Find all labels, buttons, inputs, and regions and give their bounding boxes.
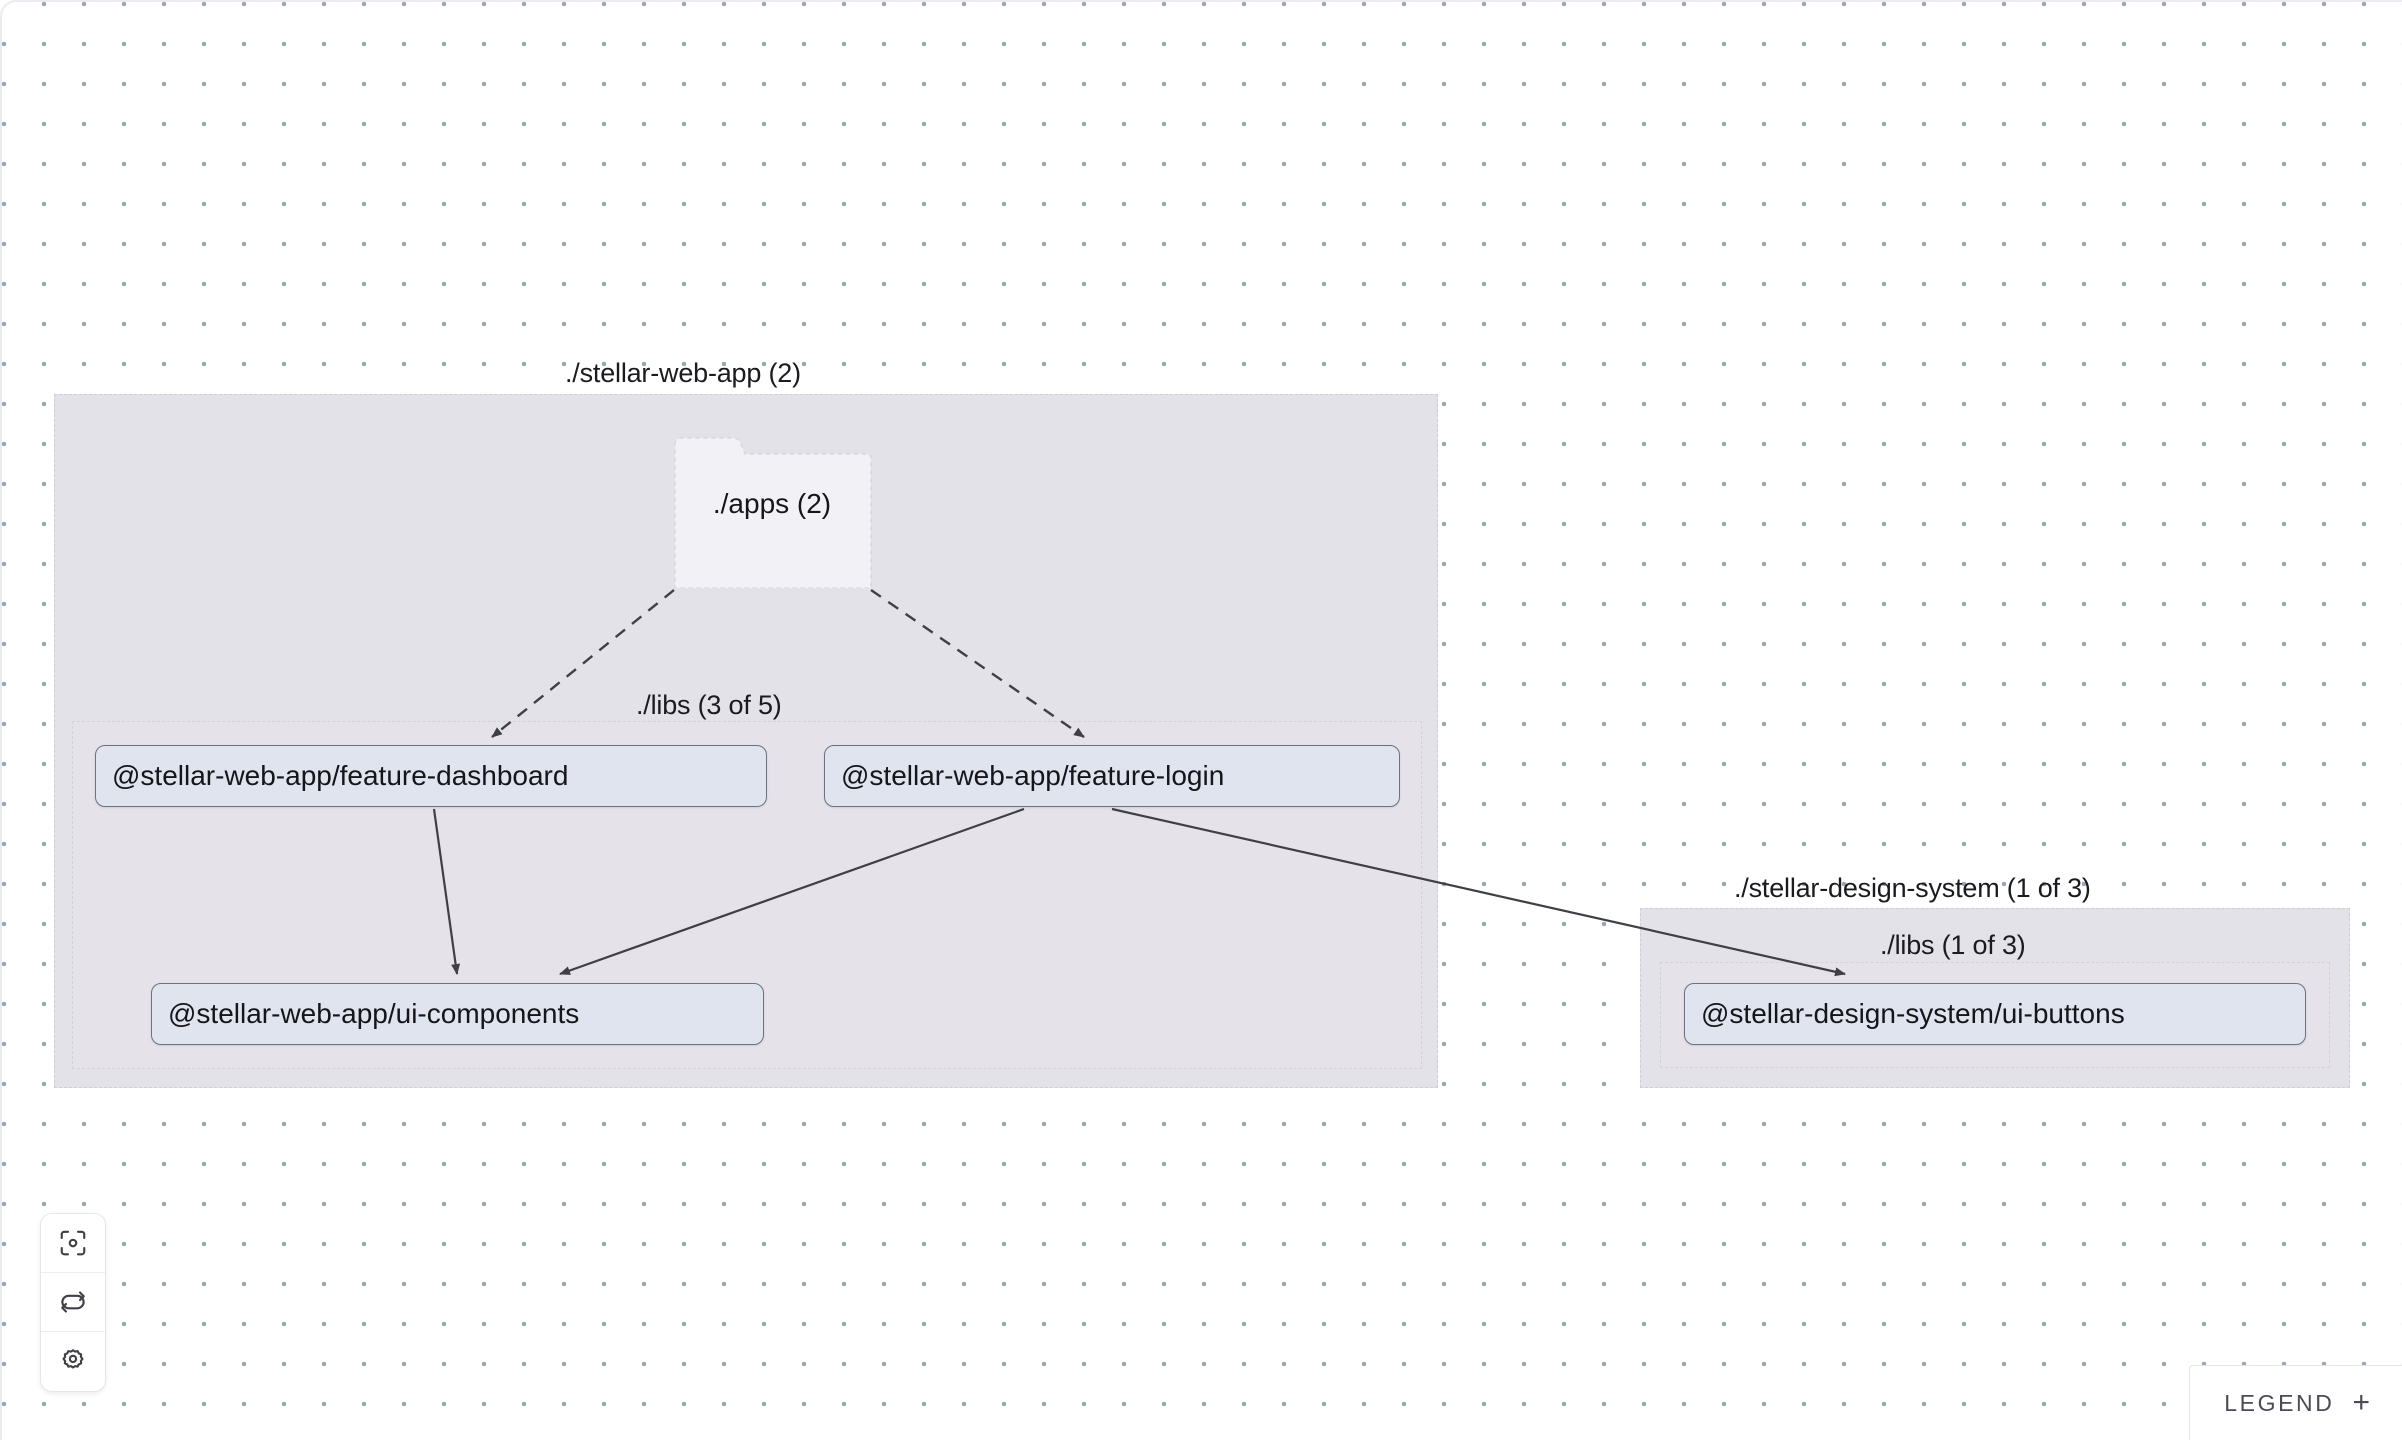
gear-icon xyxy=(58,1347,88,1377)
focus-target-icon xyxy=(58,1228,88,1258)
refresh-icon xyxy=(58,1287,88,1317)
group-title-stellar-design-system-libs: ./libs (1 of 3) xyxy=(1880,930,2026,960)
group-title-stellar-web-app-libs: ./libs (3 of 5) xyxy=(636,690,782,720)
project-node-ui-components[interactable]: @stellar-web-app/ui-components xyxy=(151,983,764,1045)
refresh-graph-button[interactable] xyxy=(41,1273,105,1332)
folder-node-apps[interactable]: ./apps (2) xyxy=(671,436,873,588)
focus-graph-button[interactable] xyxy=(41,1214,105,1273)
legend-label: LEGEND xyxy=(2224,1389,2335,1416)
legend-panel[interactable]: LEGEND + xyxy=(2189,1365,2402,1440)
project-node-ui-buttons[interactable]: @stellar-design-system/ui-buttons xyxy=(1684,983,2306,1045)
project-node-label: @stellar-design-system/ui-buttons xyxy=(1701,998,2125,1029)
project-node-feature-login[interactable]: @stellar-web-app/feature-login xyxy=(824,745,1400,807)
project-node-feature-dashboard[interactable]: @stellar-web-app/feature-dashboard xyxy=(95,745,767,807)
project-node-label: @stellar-web-app/feature-dashboard xyxy=(112,760,569,791)
settings-button[interactable] xyxy=(41,1332,105,1391)
legend-expand-icon[interactable]: + xyxy=(2352,1386,2370,1419)
graph-controls[interactable] xyxy=(40,1213,106,1392)
group-title-stellar-design-system: ./stellar-design-system (1 of 3) xyxy=(1734,873,2091,903)
group-title-stellar-web-app: ./stellar-web-app (2) xyxy=(565,358,801,388)
project-node-label: @stellar-web-app/feature-login xyxy=(841,760,1225,791)
project-node-label: @stellar-web-app/ui-components xyxy=(168,998,580,1029)
